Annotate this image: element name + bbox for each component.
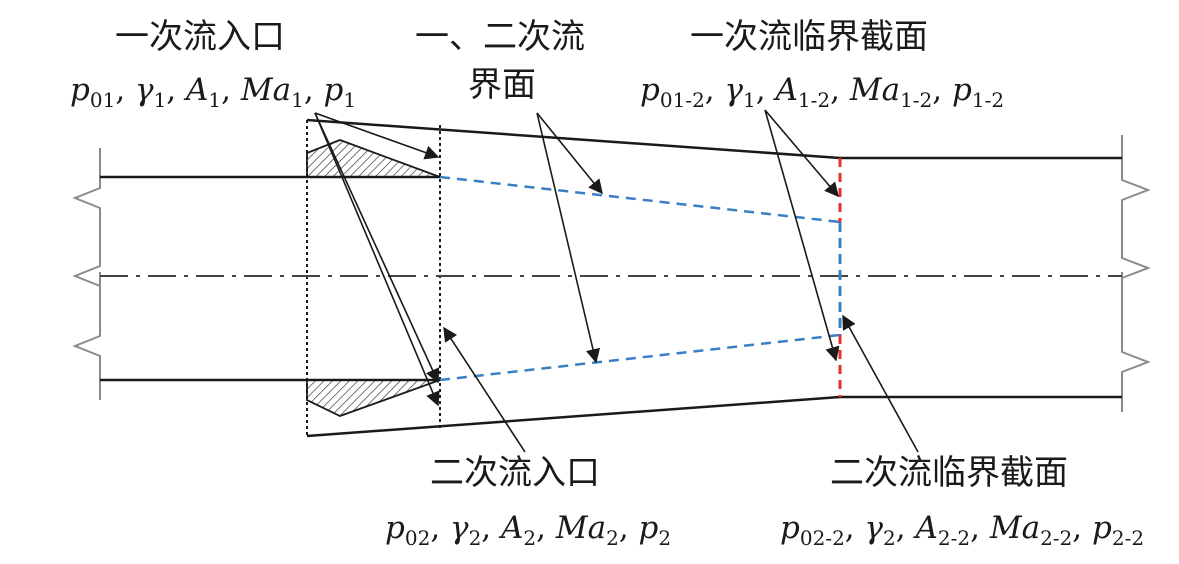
secondary-inlet-params: p02, γ2, A2, Ma2, p2 xyxy=(385,510,671,550)
primary-inlet-params: p01, γ1, A1, Ma1, p1 xyxy=(70,72,356,112)
param-symbol: p xyxy=(1092,510,1112,546)
param-separator: , xyxy=(619,510,639,546)
primary-critical-title: 一次流临界截面 xyxy=(690,17,928,57)
left-break-mark-lower xyxy=(72,272,101,400)
param-symbol: Ma xyxy=(555,510,606,546)
param-separator: , xyxy=(932,72,952,108)
param-separator: , xyxy=(304,72,324,108)
interface-title-line1: 一、二次流 xyxy=(415,17,585,57)
param-symbol: p xyxy=(952,72,972,108)
param-separator: , xyxy=(166,72,186,108)
param-separator: , xyxy=(970,510,990,546)
param-subscript: 1-2 xyxy=(972,88,1004,112)
param-subscript: 1 xyxy=(343,88,356,112)
arrow-secondary-critical xyxy=(842,314,919,453)
param-subscript: 1-2 xyxy=(798,88,830,112)
secondary-critical-title: 二次流临界截面 xyxy=(830,453,1068,493)
param-subscript: 2-2 xyxy=(1112,526,1144,550)
arrow-interface-upper xyxy=(536,112,603,195)
param-subscript: 1-2 xyxy=(900,88,932,112)
secondary-critical-params: p02-2, γ2, A2-2, Ma2-2, p2-2 xyxy=(780,510,1144,550)
param-separator: , xyxy=(830,72,850,108)
primary-critical-params: p01-2, γ1, A1-2, Ma1-2, p1-2 xyxy=(640,72,1004,112)
param-separator: , xyxy=(896,510,916,546)
interface-upper xyxy=(439,175,841,224)
param-separator: , xyxy=(221,72,241,108)
nozzle-lip-upper xyxy=(306,139,441,178)
arrow-primary-critical-lower xyxy=(764,109,840,362)
param-subscript: 2 xyxy=(606,526,619,550)
arrow-primary-inlet-2 xyxy=(314,112,440,384)
primary-inlet-title: 一次流入口 xyxy=(115,17,285,57)
param-separator: , xyxy=(845,510,865,546)
param-subscript: 2-2 xyxy=(1040,526,1072,550)
param-subscript: 02 xyxy=(405,526,430,550)
param-symbol: p xyxy=(70,72,90,108)
param-subscript: 01 xyxy=(90,88,115,112)
param-separator: , xyxy=(481,510,501,546)
param-subscript: 01-2 xyxy=(660,88,705,112)
param-symbol: p xyxy=(324,72,344,108)
param-separator: , xyxy=(430,510,450,546)
interface-title-line2: 界面 xyxy=(468,65,536,105)
param-symbol: γ xyxy=(135,72,154,108)
param-symbol: A xyxy=(913,510,938,546)
param-symbol: p xyxy=(639,510,659,546)
arrow-primary-inlet-1 xyxy=(314,112,440,160)
param-symbol: Ma xyxy=(989,510,1040,546)
param-symbol: p xyxy=(780,510,800,546)
right-break-mark-lower xyxy=(1121,272,1151,412)
param-subscript: 2-2 xyxy=(938,526,970,550)
param-subscript: 1 xyxy=(154,88,167,112)
secondary-inlet-title: 二次流入口 xyxy=(430,453,600,493)
param-subscript: 2 xyxy=(883,526,896,550)
param-subscript: 2 xyxy=(658,526,671,550)
param-symbol: γ xyxy=(865,510,884,546)
left-break-mark-upper xyxy=(72,148,101,287)
param-symbol: Ma xyxy=(849,72,900,108)
param-subscript: 2 xyxy=(469,526,482,550)
param-symbol: A xyxy=(773,72,798,108)
param-subscript: 02-2 xyxy=(800,526,845,550)
arrow-primary-inlet-3 xyxy=(314,112,440,407)
param-subscript: 1 xyxy=(208,88,221,112)
chamber-lower-wall xyxy=(306,395,841,438)
nozzle-lip-lower xyxy=(306,379,441,417)
param-symbol: A xyxy=(183,72,208,108)
param-separator: , xyxy=(705,72,725,108)
param-symbol: A xyxy=(498,510,523,546)
param-symbol: γ xyxy=(450,510,469,546)
param-separator: , xyxy=(756,72,776,108)
interface-lower xyxy=(439,333,841,382)
param-subscript: 1 xyxy=(291,88,304,112)
param-symbol: γ xyxy=(725,72,744,108)
param-separator: , xyxy=(1072,510,1092,546)
arrow-primary-critical-upper xyxy=(764,109,839,198)
arrow-secondary-inlet xyxy=(443,326,526,453)
chamber-upper-wall xyxy=(306,118,841,160)
param-symbol: Ma xyxy=(240,72,291,108)
param-symbol: p xyxy=(385,510,405,546)
arrow-interface-lower xyxy=(536,112,601,364)
param-subscript: 2 xyxy=(523,526,536,550)
param-symbol: p xyxy=(640,72,660,108)
param-separator: , xyxy=(115,72,135,108)
param-subscript: 1 xyxy=(743,88,756,112)
param-separator: , xyxy=(536,510,556,546)
right-break-mark-upper xyxy=(1121,135,1151,279)
